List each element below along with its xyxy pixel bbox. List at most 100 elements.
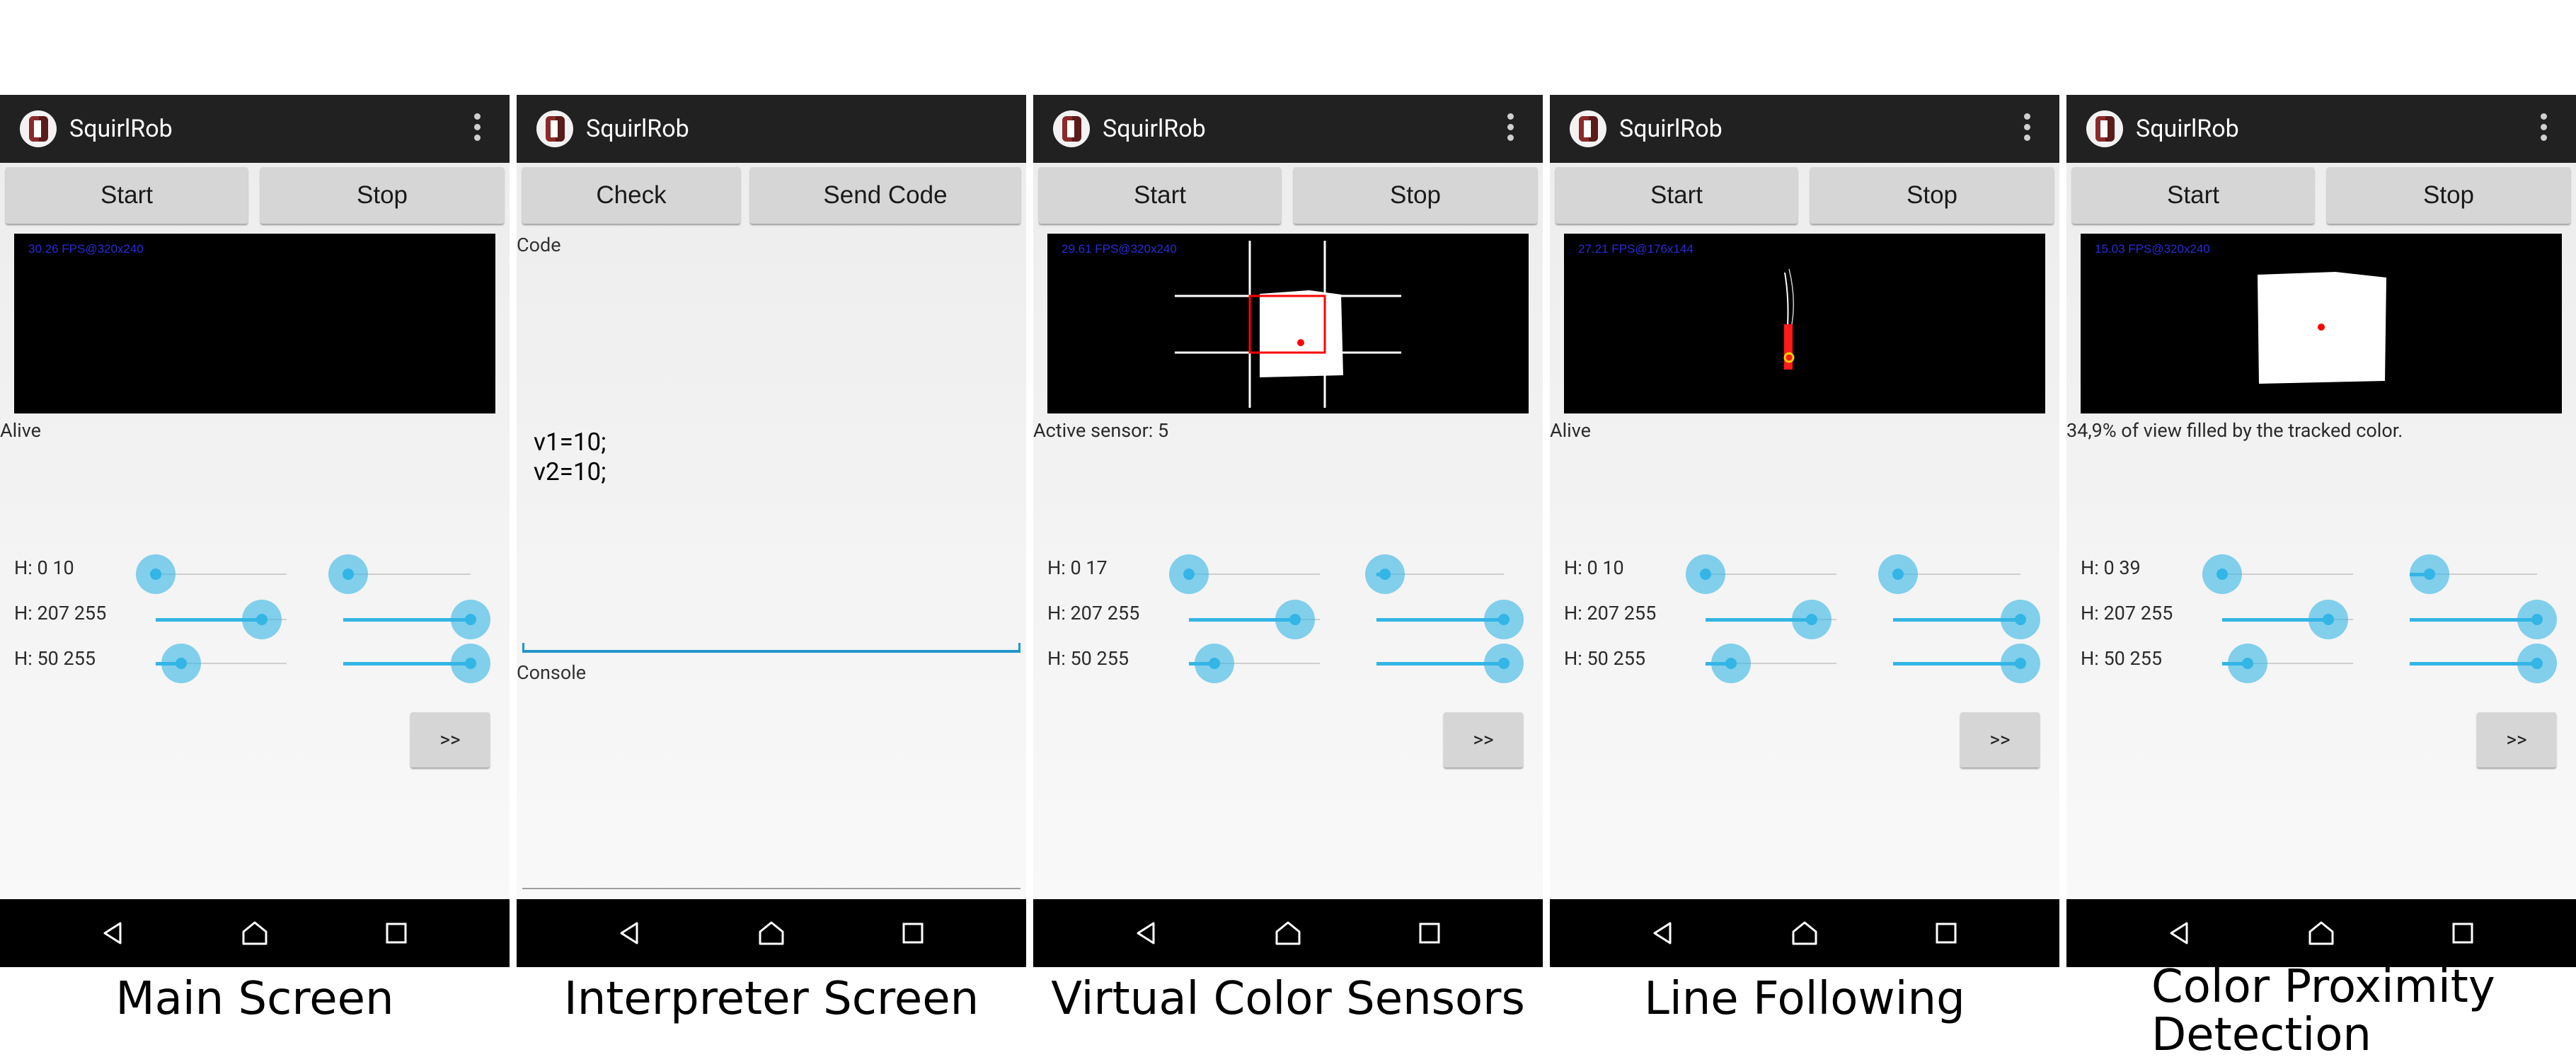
next-button[interactable]: >> bbox=[1444, 712, 1523, 767]
back-icon[interactable] bbox=[1132, 919, 1161, 947]
slider-thumb[interactable] bbox=[242, 600, 282, 639]
slider-thumb[interactable] bbox=[2001, 600, 2040, 639]
slider-thumb[interactable] bbox=[2517, 644, 2557, 683]
back-icon[interactable] bbox=[616, 919, 644, 947]
slider-thumb[interactable] bbox=[451, 600, 490, 639]
recents-icon[interactable] bbox=[2449, 919, 2477, 947]
home-icon[interactable] bbox=[1790, 919, 1819, 947]
value-max-slider[interactable] bbox=[1376, 644, 1524, 683]
hue-min-slider[interactable] bbox=[1169, 554, 1320, 594]
recents-icon[interactable] bbox=[1932, 919, 1960, 947]
hue-max-slider[interactable] bbox=[1365, 554, 1504, 594]
value-label: H: 50 255 bbox=[1564, 647, 1646, 670]
stop-button[interactable]: Stop bbox=[1294, 167, 1537, 224]
home-icon[interactable] bbox=[241, 919, 269, 947]
slider-thumb[interactable] bbox=[1686, 554, 1725, 594]
recents-icon[interactable] bbox=[382, 919, 410, 947]
app-title: SquirlRob bbox=[1619, 115, 1723, 143]
saturation-max-slider[interactable] bbox=[2410, 600, 2557, 639]
slider-thumb[interactable] bbox=[2228, 644, 2267, 683]
slider-thumb[interactable] bbox=[1878, 554, 1918, 594]
slider-fill bbox=[1376, 618, 1504, 622]
slider-thumb[interactable] bbox=[2001, 644, 2040, 683]
value-max-slider[interactable] bbox=[343, 644, 490, 683]
home-icon[interactable] bbox=[1274, 919, 1302, 947]
slider-fill bbox=[1376, 662, 1504, 666]
stop-button[interactable]: Stop bbox=[2327, 167, 2570, 224]
saturation-min-slider[interactable] bbox=[156, 600, 287, 639]
phone-proximity-screen: SquirlRob Start Stop 15.03 FPS@320x240 3… bbox=[2066, 95, 2576, 967]
saturation-max-slider[interactable] bbox=[343, 600, 490, 639]
slider-thumb[interactable] bbox=[1484, 644, 1524, 683]
fps-readout: 15.03 FPS@320x240 bbox=[2095, 242, 2210, 256]
slider-thumb[interactable] bbox=[1711, 644, 1751, 683]
send-code-button[interactable]: Send Code bbox=[750, 167, 1020, 224]
camera-preview: 30.26 FPS@320x240 bbox=[14, 234, 495, 413]
slider-thumb[interactable] bbox=[1275, 600, 1315, 639]
start-button[interactable]: Start bbox=[1039, 167, 1281, 224]
hue-label: H: 0 17 bbox=[1047, 556, 1108, 579]
saturation-min-slider[interactable] bbox=[1706, 600, 1836, 639]
slider-thumb[interactable] bbox=[2308, 600, 2348, 639]
start-button[interactable]: Start bbox=[2072, 167, 2314, 224]
saturation-max-slider[interactable] bbox=[1376, 600, 1524, 639]
hue-min-slider[interactable] bbox=[1686, 554, 1836, 594]
navigation-bar bbox=[517, 899, 1026, 967]
saturation-min-slider[interactable] bbox=[2222, 600, 2353, 639]
value-min-slider[interactable] bbox=[1706, 644, 1836, 683]
value-min-slider[interactable] bbox=[1189, 644, 1320, 683]
slider-thumb[interactable] bbox=[2410, 554, 2449, 594]
code-editor[interactable]: v1=10; v2=10; bbox=[534, 428, 606, 486]
fps-readout: 30.26 FPS@320x240 bbox=[28, 242, 144, 256]
overflow-menu-icon[interactable] bbox=[2539, 113, 2548, 146]
hue-min-slider[interactable] bbox=[2202, 554, 2353, 594]
next-button[interactable]: >> bbox=[410, 712, 490, 767]
slider-thumb[interactable] bbox=[2202, 554, 2242, 594]
caption-virtual-color-sensors: Virtual Color Sensors bbox=[1051, 973, 1525, 1025]
hue-max-slider[interactable] bbox=[328, 554, 471, 594]
start-button[interactable]: Start bbox=[1556, 167, 1798, 224]
slider-thumb[interactable] bbox=[161, 644, 201, 683]
home-icon[interactable] bbox=[2307, 919, 2335, 947]
slider-thumb[interactable] bbox=[136, 554, 176, 594]
value-max-slider[interactable] bbox=[1893, 644, 2040, 683]
slider-thumb[interactable] bbox=[1195, 644, 1234, 683]
hue-max-slider[interactable] bbox=[1878, 554, 2020, 594]
status-text: Active sensor: 5 bbox=[1033, 419, 1169, 442]
stop-button[interactable]: Stop bbox=[1810, 167, 2054, 224]
navigation-bar bbox=[0, 899, 510, 967]
next-button[interactable]: >> bbox=[1960, 712, 2040, 767]
slider-thumb[interactable] bbox=[451, 644, 490, 683]
value-label: H: 50 255 bbox=[14, 647, 96, 670]
hue-min-slider[interactable] bbox=[136, 554, 287, 594]
status-text: Alive bbox=[0, 419, 41, 442]
slider-thumb[interactable] bbox=[328, 554, 368, 594]
value-min-slider[interactable] bbox=[2222, 644, 2353, 683]
overflow-menu-icon[interactable] bbox=[473, 113, 481, 146]
slider-thumb[interactable] bbox=[2517, 600, 2557, 639]
slider-thumb[interactable] bbox=[1484, 600, 1524, 639]
slider-thumb[interactable] bbox=[1365, 554, 1405, 594]
value-max-slider[interactable] bbox=[2410, 644, 2557, 683]
back-icon[interactable] bbox=[2166, 919, 2194, 947]
back-icon[interactable] bbox=[99, 919, 127, 947]
start-button[interactable]: Start bbox=[6, 167, 248, 224]
check-button[interactable]: Check bbox=[522, 167, 740, 224]
slider-thumb[interactable] bbox=[1792, 600, 1832, 639]
recents-icon[interactable] bbox=[1415, 919, 1444, 947]
back-icon[interactable] bbox=[1649, 919, 1677, 947]
saturation-max-slider[interactable] bbox=[1893, 600, 2040, 639]
slider-thumb[interactable] bbox=[1169, 554, 1209, 594]
stop-button[interactable]: Stop bbox=[260, 167, 504, 224]
home-icon[interactable] bbox=[757, 919, 786, 947]
saturation-label: H: 207 255 bbox=[2081, 602, 2173, 624]
overflow-menu-icon[interactable] bbox=[1506, 113, 1514, 146]
overflow-menu-icon[interactable] bbox=[2023, 113, 2031, 146]
phone-color-sensors-screen: SquirlRob Start Stop 29.61 FPS@320x240 A… bbox=[1033, 95, 1543, 967]
value-min-slider[interactable] bbox=[156, 644, 287, 683]
saturation-min-slider[interactable] bbox=[1189, 600, 1320, 639]
slider-fill bbox=[343, 662, 471, 666]
recents-icon[interactable] bbox=[899, 919, 927, 947]
hue-max-slider[interactable] bbox=[2410, 554, 2537, 594]
next-button[interactable]: >> bbox=[2477, 712, 2556, 767]
